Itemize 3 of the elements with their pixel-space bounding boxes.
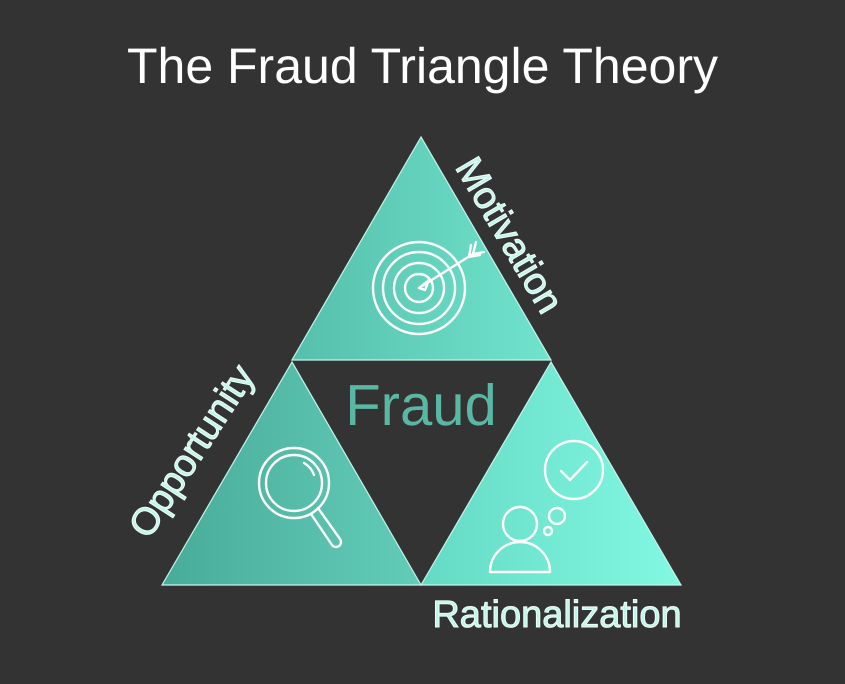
title: The Fraud Triangle Theory [126, 37, 720, 96]
segment-label: Rationalization [432, 595, 682, 637]
center-label: Fraud [345, 374, 497, 438]
